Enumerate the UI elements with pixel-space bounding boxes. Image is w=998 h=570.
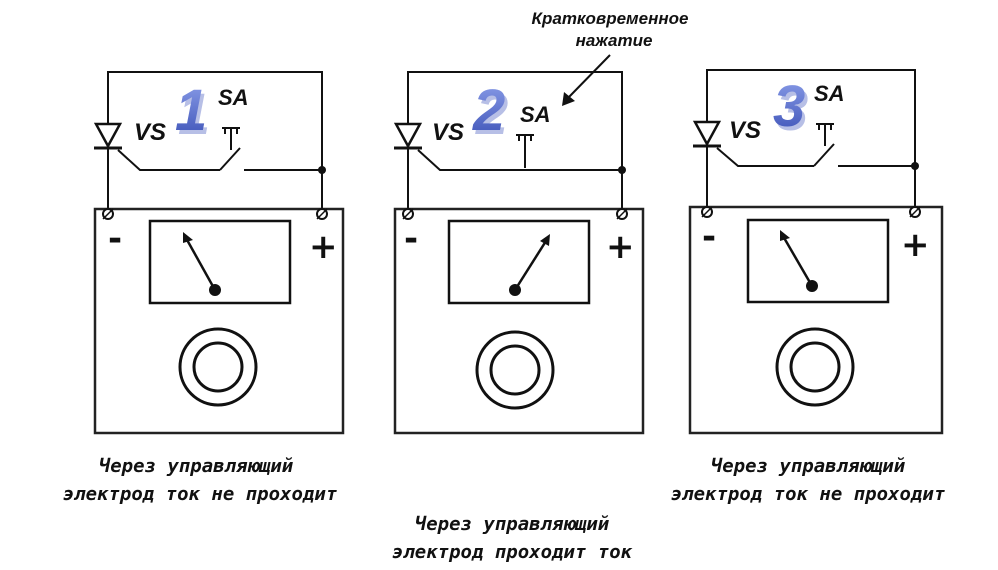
thyristor-label: VS — [729, 117, 761, 144]
number-shadow-3: 3 — [776, 78, 808, 143]
caption-2-line-1: Через управляющий — [415, 513, 610, 535]
circuit-2: VS SA 2 2 Кратковременное нажатие — [393, 9, 689, 214]
caption-2-line-2: электрод проходит ток — [392, 541, 633, 563]
panel-3: VS SA 3 3 - + — [688, 69, 944, 435]
caption-1-line-2: электрод ток не проходит — [63, 483, 338, 505]
plus-sign: + — [606, 227, 635, 267]
meter-needle-2 — [513, 240, 548, 291]
switch-label: SA — [218, 85, 249, 110]
gate-wire-1 — [117, 149, 220, 171]
thyristor-symbol-2 — [393, 122, 423, 149]
meter-needle-1 — [184, 237, 217, 291]
thyristor-symbol-1 — [93, 122, 123, 149]
annotation-arrow — [567, 54, 611, 99]
thyristor-symbol-3 — [692, 120, 722, 147]
caption-3-line-1: Через управляющий — [711, 455, 906, 477]
pushbutton-icon-3 — [816, 123, 834, 146]
pushbutton-icon-2 — [516, 134, 534, 168]
thyristor-label: VS — [134, 119, 166, 146]
panel-2: VS SA 2 2 Кратковременное нажатие - + — [393, 9, 689, 435]
switch-contact-3 — [813, 143, 835, 167]
annotation-line-2: нажатие — [576, 31, 653, 50]
thyristor-label: VS — [432, 119, 464, 146]
minus-sign: - — [404, 219, 418, 259]
plus-sign: + — [901, 225, 930, 265]
panel-number-3: 3 — [773, 74, 805, 139]
pushbutton-icon-1 — [222, 127, 240, 150]
meter-display-3 — [746, 218, 890, 304]
switch-contact-1 — [219, 147, 241, 171]
number-shadow-2: 2 — [475, 82, 508, 147]
minus-sign: - — [702, 217, 716, 257]
plus-sign: + — [309, 227, 338, 267]
panel-number-1: 1 — [175, 78, 207, 143]
number-shadow-1: 1 — [178, 82, 210, 147]
circuit-1: VS SA 1 1 — [93, 71, 326, 214]
caption-3-line-2: электрод ток не проходит — [671, 483, 946, 505]
circuit-3: VS SA 3 3 — [692, 69, 919, 212]
gate-wire-3 — [716, 147, 814, 167]
switch-label: SA — [814, 81, 845, 106]
meter-needle-3 — [781, 235, 814, 287]
caption-1-line-1: Через управляющий — [99, 455, 294, 477]
panel-number-2: 2 — [472, 78, 505, 143]
minus-sign: - — [108, 219, 122, 259]
gate-wire-2 — [417, 149, 622, 171]
annotation-line-1: Кратковременное — [532, 9, 689, 28]
switch-label: SA — [520, 102, 551, 127]
panel-1: VS SA 1 1 - + — [93, 71, 345, 435]
